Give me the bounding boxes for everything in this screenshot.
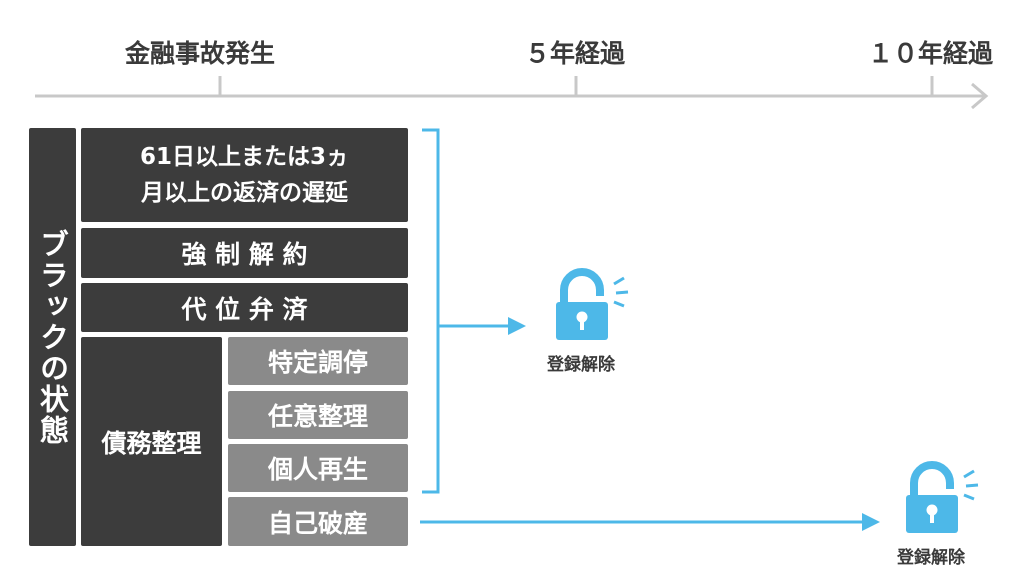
bankruptcy-box: 自己破産 <box>228 497 408 546</box>
voluntary-arrangement-box: 任意整理 <box>228 391 408 439</box>
subrogation-box: 代 位 弁 済 <box>81 283 408 332</box>
timeline-start-label: 金融事故発生 <box>125 39 276 68</box>
forced-cancellation-box: 強 制 解 約 <box>81 228 408 278</box>
debt-consolidation-box: 債務整理 <box>81 337 222 546</box>
open-padlock-icon <box>906 461 979 533</box>
late-payment-box: 61日以上または3ヵ月以上の返済の遅延 <box>81 128 408 222</box>
timeline-5y-label: ５年経過 <box>525 39 626 68</box>
release-10y-label: 登録解除 <box>897 548 965 568</box>
open-padlock-icon <box>556 268 629 340</box>
timeline-10y-label: １０年経過 <box>868 39 994 68</box>
personal-rehabilitation-box: 個人再生 <box>228 444 408 492</box>
specific-mediation-box: 特定調停 <box>228 337 408 385</box>
timeline-axis <box>35 76 989 110</box>
release-5y-label: 登録解除 <box>547 355 615 375</box>
black-status-label: ブラックの状態 <box>29 128 76 546</box>
